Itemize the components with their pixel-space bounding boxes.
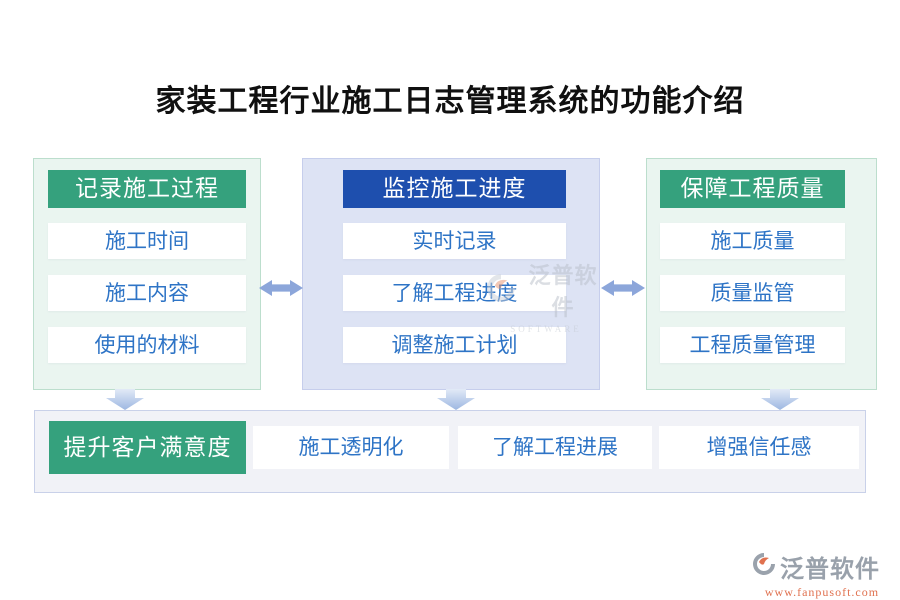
- feature-item: 实时记录: [343, 223, 566, 259]
- feature-item: 使用的材料: [48, 327, 246, 363]
- down-arrow-icon: [761, 389, 799, 410]
- feature-item: 了解工程进度: [343, 275, 566, 311]
- panel-record-header: 记录施工过程: [48, 170, 246, 208]
- double-arrow-icon: [259, 278, 303, 298]
- panel-record-process: 记录施工过程 施工时间 施工内容 使用的材料: [33, 158, 261, 390]
- down-arrow-icon: [106, 389, 144, 410]
- panel-quality-header: 保障工程质量: [660, 170, 845, 208]
- benefit-item: 了解工程进展: [458, 426, 652, 469]
- down-arrow-icon: [437, 389, 475, 410]
- feature-item: 调整施工计划: [343, 327, 566, 363]
- feature-item: 施工质量: [660, 223, 845, 259]
- brand-name: 泛普软件: [780, 557, 880, 583]
- benefit-item: 增强信任感: [659, 426, 859, 469]
- feature-item: 工程质量管理: [660, 327, 845, 363]
- double-arrow-icon: [601, 278, 645, 298]
- brand-logo-icon: [752, 552, 776, 581]
- feature-item: 施工时间: [48, 223, 246, 259]
- feature-item: 施工内容: [48, 275, 246, 311]
- bottom-row-label: 提升客户满意度: [49, 421, 246, 474]
- benefit-item: 施工透明化: [253, 426, 449, 469]
- brand-url: www.fanpusoft.com: [764, 585, 880, 599]
- feature-item: 质量监管: [660, 275, 845, 311]
- panel-quality-assurance: 保障工程质量 施工质量 质量监管 工程质量管理: [646, 158, 877, 390]
- bottom-summary-row: 提升客户满意度 施工透明化 了解工程进展 增强信任感: [34, 410, 866, 493]
- panel-monitor-progress: 监控施工进度 实时记录 了解工程进度 调整施工计划: [302, 158, 600, 390]
- brand-logo: 泛普软件 www.fanpusoft.com: [752, 549, 892, 600]
- page-title: 家装工程行业施工日志管理系统的功能介绍: [155, 85, 745, 118]
- panel-monitor-header: 监控施工进度: [343, 170, 566, 208]
